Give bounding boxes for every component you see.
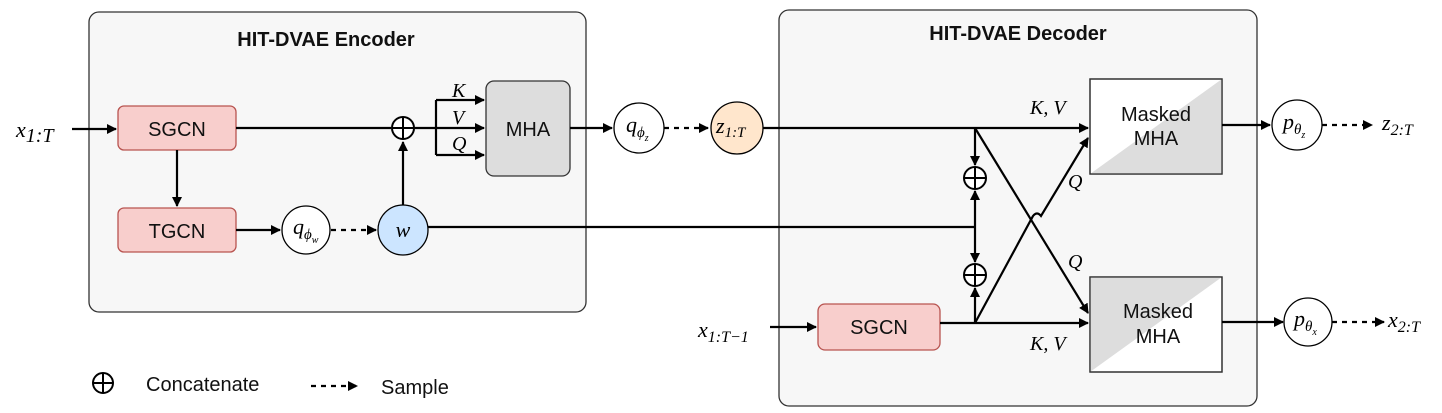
encoder-tgcn-label: TGCN — [149, 221, 206, 243]
q-phi-z-label: qϕz — [626, 112, 649, 144]
decoder-top-concat-icon — [963, 166, 987, 190]
bottom-masked-mha-line1: Masked — [1123, 301, 1193, 323]
top-kv-label: K, V — [1029, 97, 1068, 119]
w-label: w — [396, 217, 411, 242]
bottom-q-label: Q — [1068, 251, 1083, 273]
bottom-masked-mha-line2: MHA — [1136, 326, 1181, 348]
q-phi-w-node — [281, 205, 331, 255]
output-x-label: x2:T — [1387, 307, 1421, 336]
decoder-top-masked-mha-box — [1089, 78, 1223, 175]
output-z-label: z2:T — [1381, 110, 1414, 139]
bottom-kv-label: K, V — [1029, 333, 1068, 355]
top-q-label: Q — [1068, 171, 1083, 193]
encoder-sgcn-label: SGCN — [148, 119, 206, 141]
mha-input-v: V — [452, 107, 467, 129]
decoder-sgcn-box — [817, 303, 941, 351]
decoder-input-label: x1:T−1 — [697, 317, 749, 346]
decoder-sgcn-label: SGCN — [850, 317, 908, 339]
top-masked-mha-line1: Masked — [1121, 104, 1191, 126]
legend-concat-icon — [92, 372, 114, 394]
decoder-bottom-concat-icon — [963, 263, 987, 287]
z-label: z1:T — [715, 113, 747, 141]
encoder-title: HIT-DVAE Encoder — [237, 29, 415, 51]
decoder-bottom-masked-mha-box — [1089, 276, 1223, 373]
encoder-concat-icon — [391, 116, 415, 140]
sgcn-to-top-mha-query-arrow — [974, 137, 1089, 324]
z-to-bottom-mha-query-arrow — [974, 127, 1089, 314]
legend-concat-label: Concatenate — [146, 374, 259, 396]
p-theta-x-label: pθx — [1292, 306, 1317, 338]
q-phi-w-label: qϕw — [293, 214, 319, 246]
mha-input-k: K — [451, 80, 467, 102]
p-theta-z-label: pθz — [1281, 109, 1305, 141]
legend-sample-label: Sample — [381, 377, 449, 399]
decoder-title: HIT-DVAE Decoder — [929, 23, 1107, 45]
top-masked-mha-line2: MHA — [1134, 128, 1179, 150]
encoder-mha-label: MHA — [506, 119, 551, 141]
mha-input-q: Q — [452, 133, 467, 155]
encoder-input-label: x1:T — [15, 117, 55, 147]
